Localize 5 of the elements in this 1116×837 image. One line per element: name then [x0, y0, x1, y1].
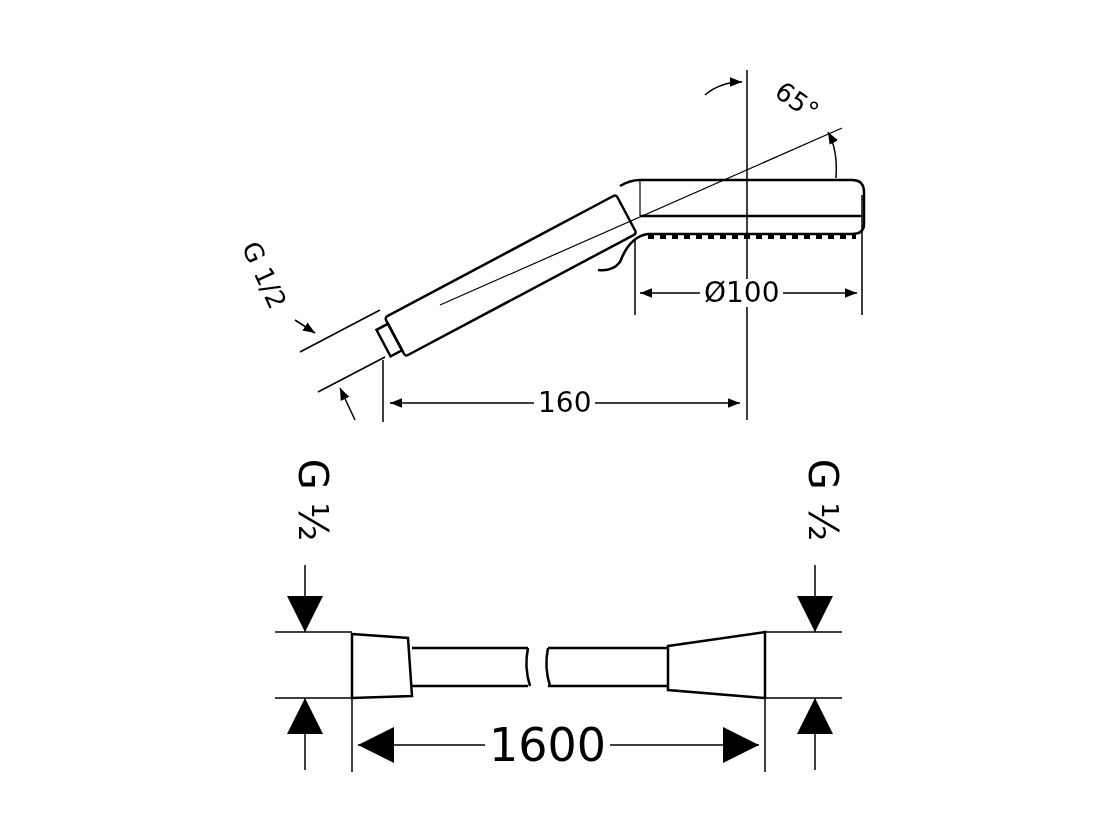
dimension-label: G ½ — [293, 457, 334, 544]
dimension-label: G 1/2 — [235, 235, 293, 316]
dimension-label: G ½ — [803, 457, 844, 544]
dimension-label: 65° — [768, 74, 826, 128]
dimension-label: Ø100 — [700, 279, 784, 307]
